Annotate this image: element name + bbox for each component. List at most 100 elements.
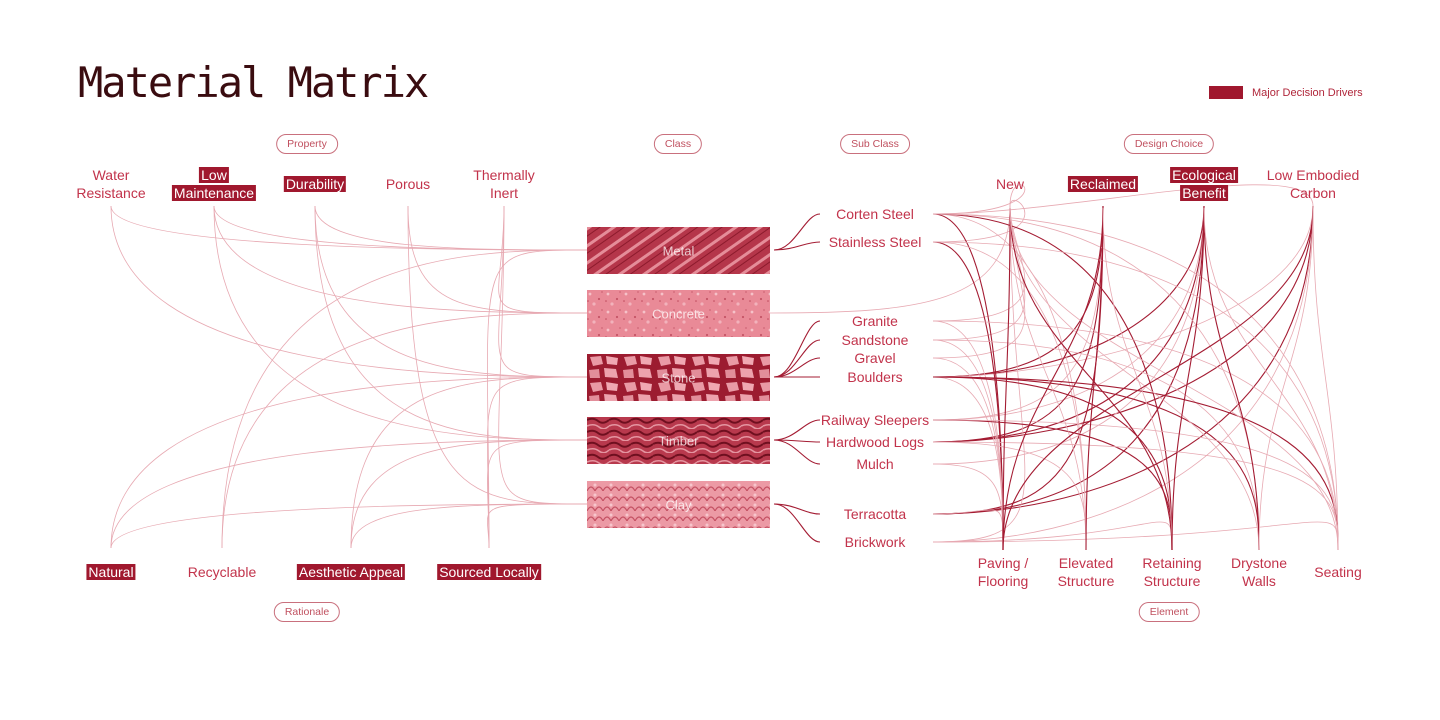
rationale-natural: Natural (86, 563, 136, 581)
group-label-subclass: Sub Class (840, 134, 910, 154)
link-metal-stainless (773, 241, 821, 251)
class-label: Concrete (652, 306, 705, 321)
subclass-mulch: Mulch (856, 455, 893, 473)
subclass-label: Boulders (847, 369, 903, 385)
link-thermal-clay (498, 205, 588, 505)
subclass-brickwork: Brickwork (845, 533, 906, 551)
property-label: Durability (283, 176, 347, 192)
link-carbon-drystone (1258, 207, 1314, 551)
link-local-metal (487, 249, 588, 549)
rationale-aesthetic: Aesthetic Appeal (296, 563, 406, 581)
legend: Major Decision Drivers (1209, 86, 1363, 99)
link-durability-metal (314, 205, 588, 251)
property-durability: Durability (283, 175, 347, 193)
link-corten-paving (932, 213, 1004, 551)
link-thermal-stone (498, 205, 588, 378)
class-metal: Metal (587, 227, 770, 274)
page-title: Material Matrix (78, 58, 429, 107)
link-timber-sleepers (773, 419, 821, 441)
link-terracotta-carbon (932, 205, 1314, 515)
link-corten-carbon (932, 184, 1314, 215)
element-paving: Paving /Flooring (978, 554, 1029, 590)
class-label: Clay (665, 497, 692, 512)
link-new-drystone (1009, 207, 1260, 551)
link-lowmaint-metal (213, 205, 588, 251)
legend-swatch (1209, 86, 1243, 99)
link-durability-timber (314, 205, 588, 441)
class-texture (587, 417, 770, 464)
link-eco-seating (1203, 207, 1339, 551)
subclass-label: Mulch (856, 456, 894, 472)
link-natural-stone (110, 376, 588, 549)
design-choice-label: Reclaimed (1067, 176, 1139, 192)
subclass-granite: Granite (852, 312, 898, 330)
link-water-stone (110, 205, 588, 378)
link-durability-stone (314, 205, 588, 378)
link-natural-clay (110, 503, 588, 549)
rationale-recyclable: Recyclable (188, 563, 256, 581)
subclass-label: Sandstone (841, 332, 909, 348)
link-boulders-carbon (932, 205, 1314, 378)
link-local-timber (487, 439, 588, 549)
subclass-label: Gravel (854, 350, 896, 366)
link-brickwork-seating (932, 521, 1339, 551)
design-choice-new: New (996, 175, 1024, 193)
subclass-logs: Hardwood Logs (826, 433, 924, 451)
link-stainless-paving (932, 241, 1004, 551)
link-logs-elevated (932, 441, 1087, 551)
subclass-stainless: Stainless Steel (829, 233, 922, 251)
class-concrete: Concrete (587, 290, 770, 337)
link-corten-new (932, 184, 1026, 215)
design-choice-reclaimed: Reclaimed (1067, 175, 1139, 193)
class-texture (587, 227, 770, 274)
subclass-label: Hardwood Logs (825, 434, 925, 450)
link-water-metal (110, 205, 588, 251)
link-new-retaining (1009, 207, 1173, 551)
link-natural-timber (110, 439, 588, 549)
link-recyclable-concrete (221, 312, 588, 549)
link-new-paving (1002, 207, 1011, 551)
link-sleepers-retaining (932, 419, 1173, 551)
subclass-terracotta: Terracotta (844, 505, 906, 523)
link-thermal-concrete (498, 205, 588, 314)
link-timber-mulch (773, 439, 821, 465)
link-local-stone (487, 376, 588, 549)
link-concrete-new (769, 205, 1011, 314)
link-recyclable-metal (221, 249, 588, 549)
rationale-label: Recyclable (187, 564, 257, 580)
class-label: Metal (662, 243, 695, 258)
link-lowmaint-timber (213, 205, 588, 441)
link-porous-clay (407, 205, 588, 505)
subclass-label: Granite (852, 313, 898, 329)
group-label-element: Element (1138, 602, 1200, 622)
link-porous-concrete (407, 205, 588, 314)
link-stone-sandstone (773, 339, 821, 378)
link-terracotta-paving (932, 509, 1004, 551)
property-label: Porous (385, 176, 431, 192)
class-label: Stone (661, 370, 696, 385)
subclass-label: Brickwork (844, 534, 906, 550)
link-corten-drystone (932, 213, 1260, 551)
property-porous: Porous (386, 175, 430, 193)
link-lowmaint-concrete (213, 205, 588, 314)
rationale-label: Aesthetic Appeal (296, 564, 406, 580)
link-carbon-seating (1312, 207, 1339, 551)
group-label-property: Property (276, 134, 338, 154)
link-clay-brickwork (773, 503, 821, 543)
link-gravel-paving (932, 357, 1004, 551)
link-eco-retaining (1171, 207, 1205, 551)
link-aesthetic-timber (350, 439, 588, 549)
link-brickwork-new (932, 205, 1026, 543)
subclass-corten: Corten Steel (836, 205, 914, 223)
link-aesthetic-stone (350, 376, 588, 549)
